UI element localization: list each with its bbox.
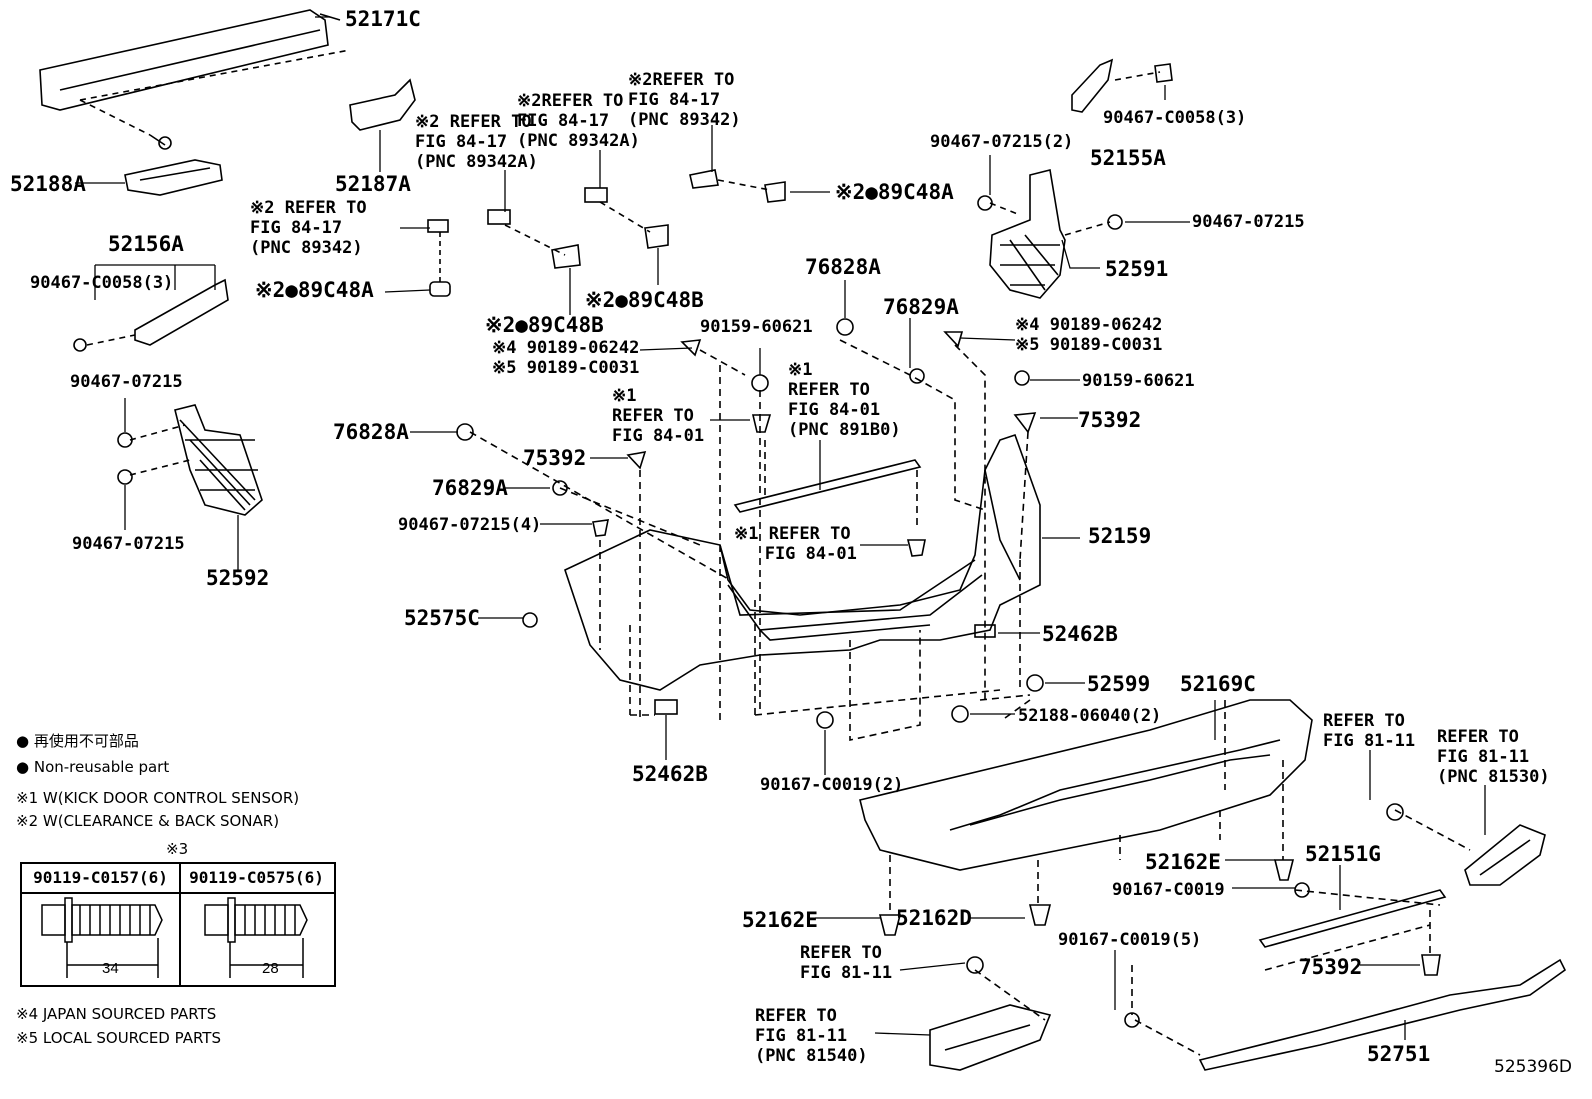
garnish-52751 <box>1198 958 1567 1071</box>
bolt-illustrations <box>41 897 308 978</box>
label-76829a-top: 76829A <box>883 295 959 319</box>
reflector-right <box>1464 824 1546 886</box>
legend-nonreuse-en: ● Non-reusable part <box>16 758 170 776</box>
label-90167-c0019-2: 90167-C0019(2) <box>760 775 904 795</box>
diagram-id: 525396D <box>1494 1057 1572 1077</box>
bolt-table: 90119-C0157(6) 90119-C0575(6) 34 28 <box>20 862 336 987</box>
label-52462b-right: 52462B <box>1042 622 1118 646</box>
label-76828a-top: 76828A <box>805 255 881 279</box>
legend-note4: ※4 JAPAN SOURCED PARTS <box>16 1005 217 1023</box>
label-52592: 52592 <box>206 566 270 590</box>
reflector-left <box>929 1004 1052 1071</box>
bolt-table-col2: 90119-C0575(6) <box>179 864 334 894</box>
label-90467-07215-4: 90467-07215(4) <box>398 515 542 535</box>
label-75392-right: 75392 <box>1078 408 1142 432</box>
label-52188a: 52188A <box>10 172 86 196</box>
label-52162e-right: 52162E <box>1145 850 1221 874</box>
mudguard-52592 <box>174 404 263 516</box>
label-89c48b-left: ※2●89C48B <box>485 313 604 337</box>
legend-note5: ※5 LOCAL SOURCED PARTS <box>16 1029 221 1047</box>
label-90467-07215-right: 90467-07215 <box>1192 212 1305 232</box>
label-89c48a-right: ※2●89C48A <box>835 180 954 204</box>
label-75392-left: 75392 <box>523 446 587 470</box>
label-90167-c0019-5: 90167-C0019(5) <box>1058 930 1202 950</box>
label-52171c: 52171C <box>345 7 421 31</box>
label-ref-fig-81-11-c: REFER TO FIG 81-11 <box>800 943 893 983</box>
label-ref-fig-84-01-b: ※1 REFER TO FIG 84-01 (PNC 891B0) <box>788 360 901 440</box>
bolt-table-divider <box>179 864 181 985</box>
label-ref-fig-84-01-c: ※1 REFER TO FIG 84-01 <box>734 524 857 564</box>
label-52159: 52159 <box>1088 524 1152 548</box>
bolt-dim-28: 28 <box>262 960 279 977</box>
label-52599: 52599 <box>1087 672 1151 696</box>
label-ref-fig-84-01-a: ※1 REFER TO FIG 84-01 <box>612 386 705 446</box>
label-ref-fig-81-11-a: REFER TO FIG 81-11 <box>1323 711 1416 751</box>
label-52751: 52751 <box>1367 1042 1431 1066</box>
label-ref-fig-81-11-b: REFER TO FIG 81-11 (PNC 81530) <box>1437 727 1550 787</box>
label-89c48b-mid: ※2●89C48B <box>585 288 704 312</box>
retainer-52155a <box>1071 58 1114 113</box>
label-52156a: 52156A <box>108 232 184 256</box>
kick-sensor-bracket <box>733 459 922 513</box>
label-ref-fig-84-17-c: ※2REFER TO FIG 84-17 (PNC 89342A) <box>517 91 640 151</box>
label-ref-fig-84-17-a: ※2 REFER TO FIG 84-17 (PNC 89342) <box>250 198 367 258</box>
label-90467-07215-2: 90467-07215(2) <box>930 132 1074 152</box>
bolt-table-col1: 90119-C0157(6) <box>22 864 181 894</box>
label-90189-left: ※4 90189-06242 ※5 90189-C0031 <box>492 338 640 378</box>
bracket-52187a <box>349 78 416 131</box>
label-ref-fig-84-17-b: ※2 REFER TO FIG 84-17 (PNC 89342A) <box>415 112 538 172</box>
label-52188-06040: 52188-06040(2) <box>1018 706 1162 726</box>
label-90167-c0019-right: 90167-C0019 <box>1112 880 1225 900</box>
label-52151g: 52151G <box>1305 842 1381 866</box>
label-76828a-left: 76828A <box>333 420 409 444</box>
molding-52151g <box>1258 889 1447 948</box>
reinforcement-52171c <box>39 9 329 111</box>
label-ref-fig-84-17-d: ※2REFER TO FIG 84-17 (PNC 89342) <box>628 70 741 130</box>
label-89c48a-left: ※2●89C48A <box>255 278 374 302</box>
label-52162d: 52162D <box>896 906 972 930</box>
legend-nonreuse-ja: ● 再使用不可部品 <box>16 732 139 750</box>
bolt-dim-34: 34 <box>102 960 119 977</box>
label-52591: 52591 <box>1105 257 1169 281</box>
mudguard-52591 <box>989 169 1066 299</box>
label-52575c: 52575C <box>404 606 480 630</box>
label-52462b-bot: 52462B <box>632 762 708 786</box>
label-90467-07215-left-top: 90467-07215 <box>70 372 183 392</box>
label-90159-60621-mid: 90159-60621 <box>700 317 813 337</box>
legend-note1: ※1 W(KICK DOOR CONTROL SENSOR) <box>16 789 300 807</box>
label-90159-60621-right: 90159-60621 <box>1082 371 1195 391</box>
label-90189-right: ※4 90189-06242 ※5 90189-C0031 <box>1015 315 1163 355</box>
label-ref-fig-81-11-d: REFER TO FIG 81-11 (PNC 81540) <box>755 1006 868 1066</box>
label-90467-07215-left-bot: 90467-07215 <box>72 534 185 554</box>
diffuser-52169c <box>859 699 1313 871</box>
label-76829a-left: 76829A <box>432 476 508 500</box>
bracket-52188a <box>124 159 223 196</box>
label-52162e-left: 52162E <box>742 908 818 932</box>
label-52169c: 52169C <box>1180 672 1256 696</box>
label-52155a: 52155A <box>1090 146 1166 170</box>
label-52187a: 52187A <box>335 172 411 196</box>
bolt-table-mark: ※3 <box>166 840 189 858</box>
label-90467-c0058-left: 90467-C0058(3) <box>30 273 174 293</box>
bumper-cover-52159 <box>564 433 1041 691</box>
legend-note2: ※2 W(CLEARANCE & BACK SONAR) <box>16 812 280 830</box>
label-75392-bot: 75392 <box>1299 955 1363 979</box>
label-90467-c0058-right: 90467-C0058(3) <box>1103 108 1247 128</box>
